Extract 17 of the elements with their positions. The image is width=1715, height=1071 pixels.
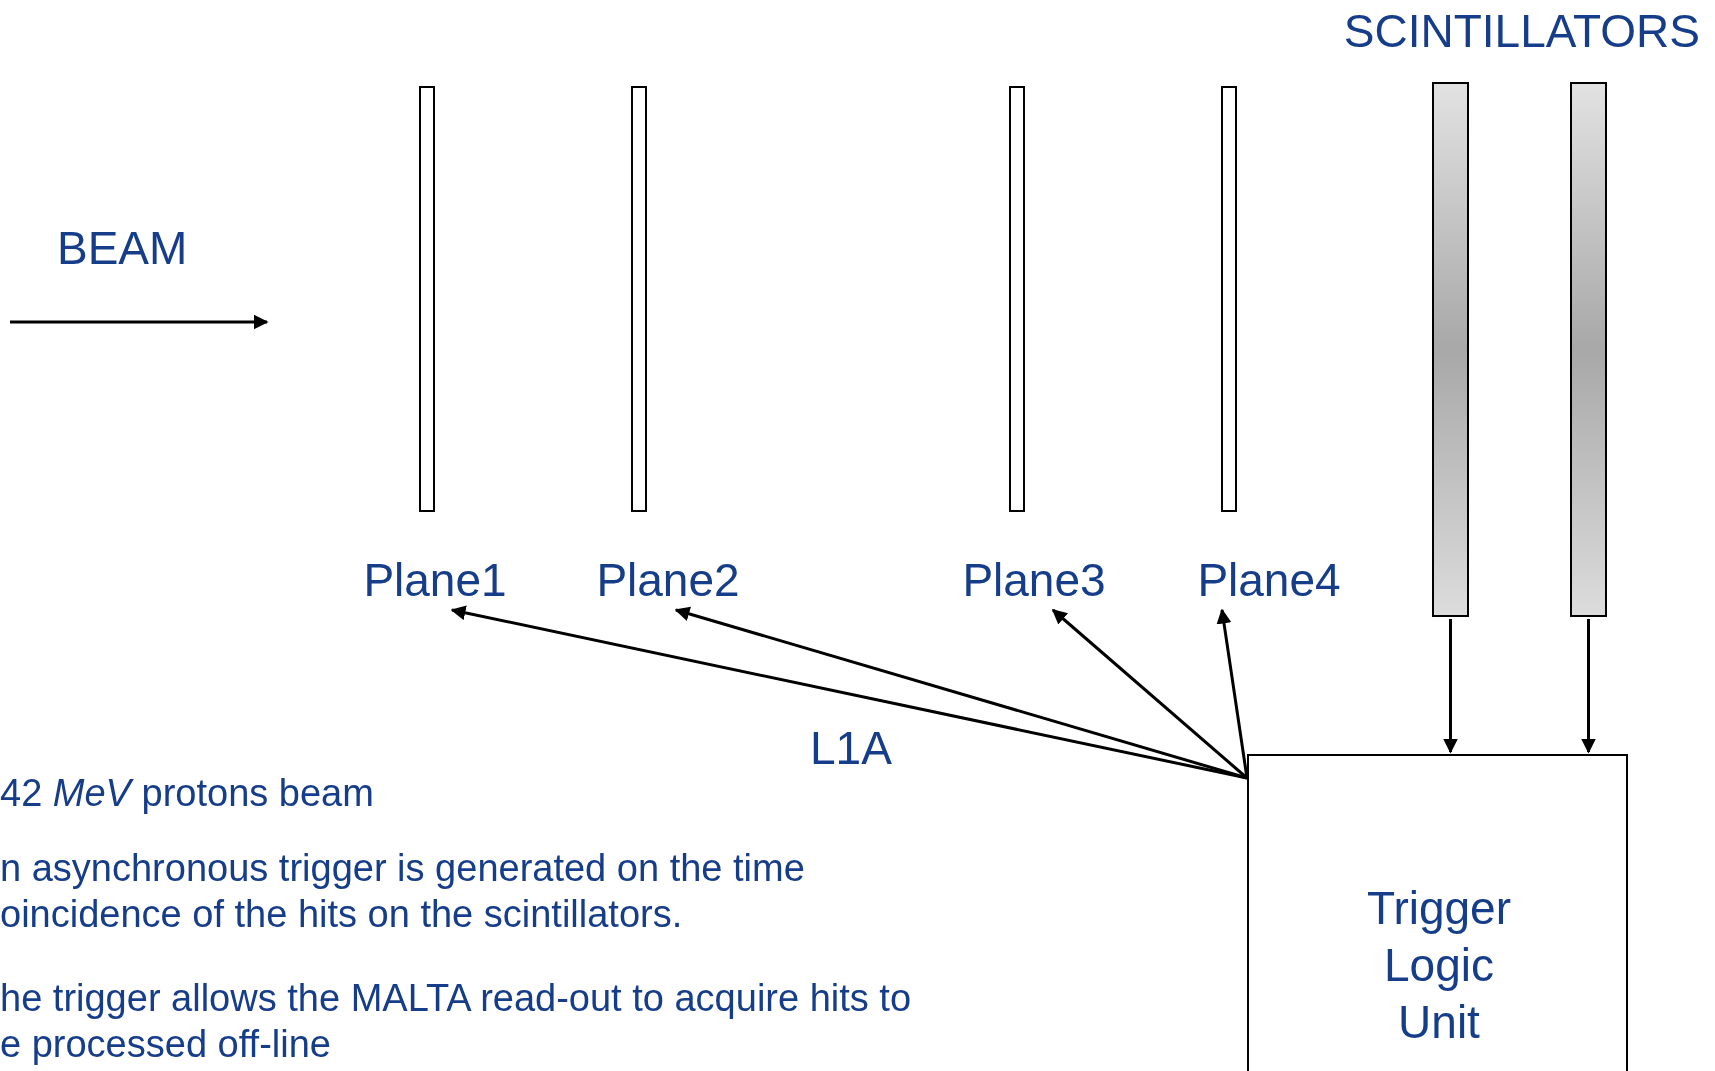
plane-label: Plane3 xyxy=(961,554,1107,606)
plane-label: Plane1 xyxy=(362,554,508,606)
heading-label: SCINTILLATORS xyxy=(1342,5,1700,58)
signal-label: L1A xyxy=(810,722,892,775)
beam-label: BEAM xyxy=(57,222,188,275)
arrow xyxy=(1443,619,1458,754)
plane-label: Plane2 xyxy=(595,554,741,606)
arrow xyxy=(674,606,1248,780)
bullet-text: he trigger allows the MALTA read-out to acquire hits to e processed off-line xyxy=(0,976,913,1067)
plane-label: Plane4 xyxy=(1196,554,1342,606)
scintillator-bar xyxy=(1432,82,1469,617)
trigger-logic-box xyxy=(1247,754,1628,1071)
arrow xyxy=(1581,619,1596,754)
bullet-text: n asynchronous trigger is generated on the time oincidence of the hits on the scintillators. xyxy=(0,846,806,937)
scintillator-bar xyxy=(1570,82,1607,617)
box-label: Trigger Logic Unit xyxy=(1366,881,1512,1050)
bullet-text: 42 MeV protons beam xyxy=(0,771,375,816)
